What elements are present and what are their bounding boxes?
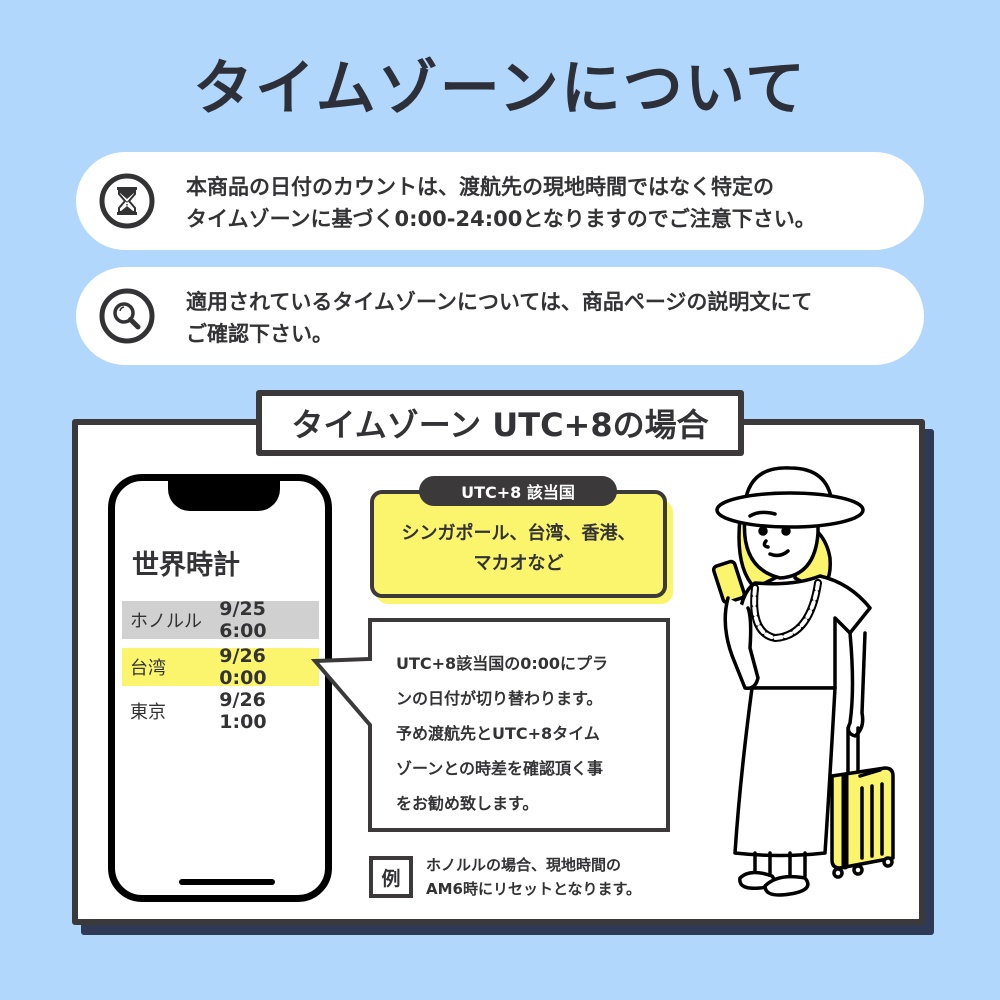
countries-line: シンガポール、台湾、香港、	[401, 523, 636, 544]
clock-time: 9/25 6:00	[219, 598, 267, 642]
bubble-line: をお勧め致します。	[396, 794, 539, 813]
section-title: タイムゾーン UTC+8の場合	[256, 390, 744, 456]
notice-line: ご確認下さい。	[186, 322, 333, 346]
magnifier-icon	[99, 288, 155, 344]
clock-row-taiwan: 台湾 9/26 0:00	[122, 645, 319, 689]
utc8-countries-box: シンガポール、台湾、香港、 マカオなど UTC+8 該当国	[370, 476, 673, 604]
notice-line: 適用されているタイムゾーンについては、商品ページの説明文にて	[186, 290, 813, 314]
notice-text: 適用されているタイムゾーンについては、商品ページの説明文にて ご確認下さい。	[186, 286, 884, 350]
phone-notch	[168, 479, 280, 511]
example-badge: 例	[369, 856, 413, 898]
notice-text: 本商品の日付のカウントは、渡航先の現地時間ではなく特定の タイムゾーンに基づく0…	[186, 171, 884, 235]
bubble-line: ンの日付が切り替わります。	[396, 689, 603, 708]
bubble-text: UTC+8該当国の0:00にプラ ンの日付が切り替わります。 予め渡航先とUTC…	[396, 646, 666, 821]
example-text: ホノルルの場合、現地時間の AM6時にリセットとなります。	[426, 853, 686, 901]
notice-line: タイムゾーンに基づく0:00-24:00となりますのでご注意下さい。	[186, 207, 816, 231]
world-clock-title: 世界時計	[132, 550, 240, 581]
clock-time: 9/26 0:00	[219, 645, 267, 689]
clock-city: 東京	[130, 702, 166, 723]
bubble-line: 予め渡航先とUTC+8タイム	[396, 724, 600, 743]
clock-row-honolulu: ホノルル 9/25 6:00	[122, 598, 319, 642]
page-title: タイムゾーンについて	[193, 54, 807, 124]
clock-city: ホノルル	[130, 611, 202, 632]
countries-label: UTC+8 該当国	[419, 476, 617, 506]
example-line: ホノルルの場合、現地時間の	[426, 856, 622, 874]
phone-home-indicator	[179, 879, 275, 885]
notice-date-count: 本商品の日付のカウントは、渡航先の現地時間ではなく特定の タイムゾーンに基づく0…	[76, 152, 924, 250]
example-line: AM6時にリセットとなります。	[426, 880, 642, 898]
notice-timezone-check: 適用されているタイムゾーンについては、商品ページの説明文にて ご確認下さい。	[76, 267, 924, 365]
bubble-line: UTC+8該当国の0:00にプラ	[396, 654, 608, 673]
hourglass-icon	[99, 173, 155, 229]
countries-list: シンガポール、台湾、香港、 マカオなど	[370, 490, 667, 598]
traveler-illustration	[711, 466, 895, 897]
clock-time: 9/26 1:00	[219, 689, 267, 733]
countries-line: マカオなど	[473, 553, 564, 574]
speech-bubble	[310, 618, 670, 832]
notice-line: 本商品の日付のカウントは、渡航先の現地時間ではなく特定の	[186, 175, 774, 199]
phone-world-clock: 世界時計 ホノルル 9/25 6:00 台湾 9/26 0:00 東京 9/26…	[108, 474, 332, 902]
clock-city: 台湾	[130, 658, 166, 679]
clock-row-tokyo: 東京 9/26 1:00	[122, 689, 319, 733]
bubble-line: ゾーンとの時差を確認頂く事	[396, 759, 604, 778]
